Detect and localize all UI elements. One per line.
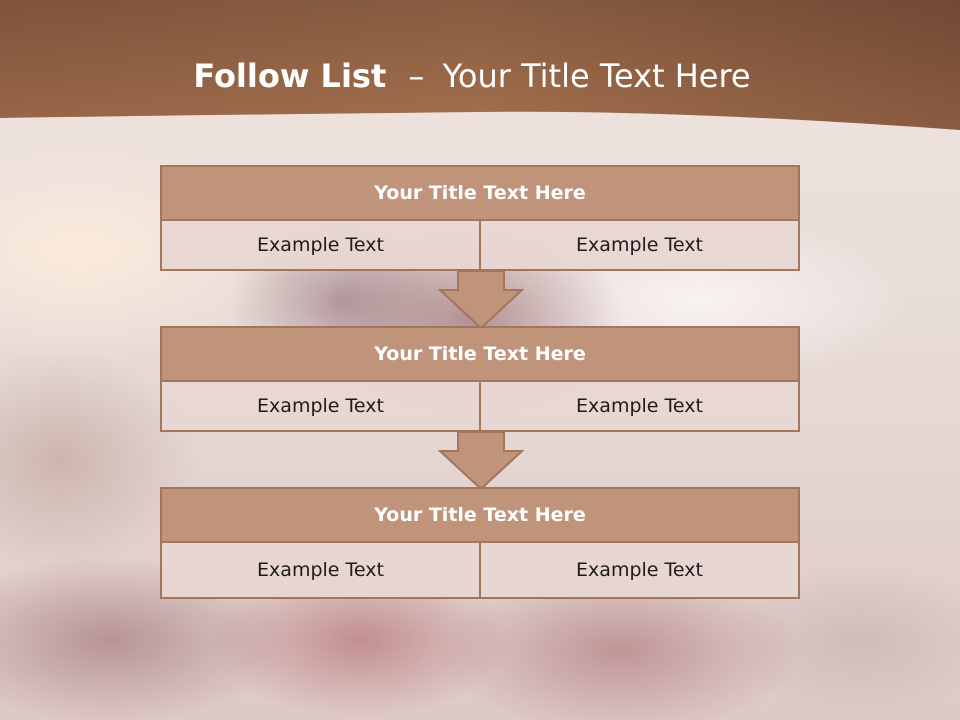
header-band	[0, 0, 960, 130]
slide-title-rest: Your Title Text Here	[442, 57, 751, 95]
step-title: Your Title Text Here	[160, 326, 800, 382]
step-cell-right: Example Text	[481, 543, 800, 599]
step-cell-left: Example Text	[160, 382, 481, 432]
step-cell-left: Example Text	[160, 221, 481, 271]
step-block-2: Your Title Text Here Example Text Exampl…	[160, 326, 800, 432]
step-cell-right: Example Text	[481, 221, 800, 271]
step-title: Your Title Text Here	[160, 487, 800, 543]
slide-title: Follow List – Your Title Text Here	[0, 52, 944, 100]
slide-title-separator: –	[408, 57, 425, 95]
step-row: Example Text Example Text	[160, 382, 800, 432]
step-block-3: Your Title Text Here Example Text Exampl…	[160, 487, 800, 599]
step-row: Example Text Example Text	[160, 543, 800, 599]
step-row: Example Text Example Text	[160, 221, 800, 271]
down-arrow-icon	[438, 270, 524, 330]
step-cell-left: Example Text	[160, 543, 481, 599]
step-block-1: Your Title Text Here Example Text Exampl…	[160, 165, 800, 271]
slide-title-bold: Follow List	[193, 57, 387, 95]
down-arrow-icon	[438, 431, 524, 491]
step-cell-right: Example Text	[481, 382, 800, 432]
step-title: Your Title Text Here	[160, 165, 800, 221]
